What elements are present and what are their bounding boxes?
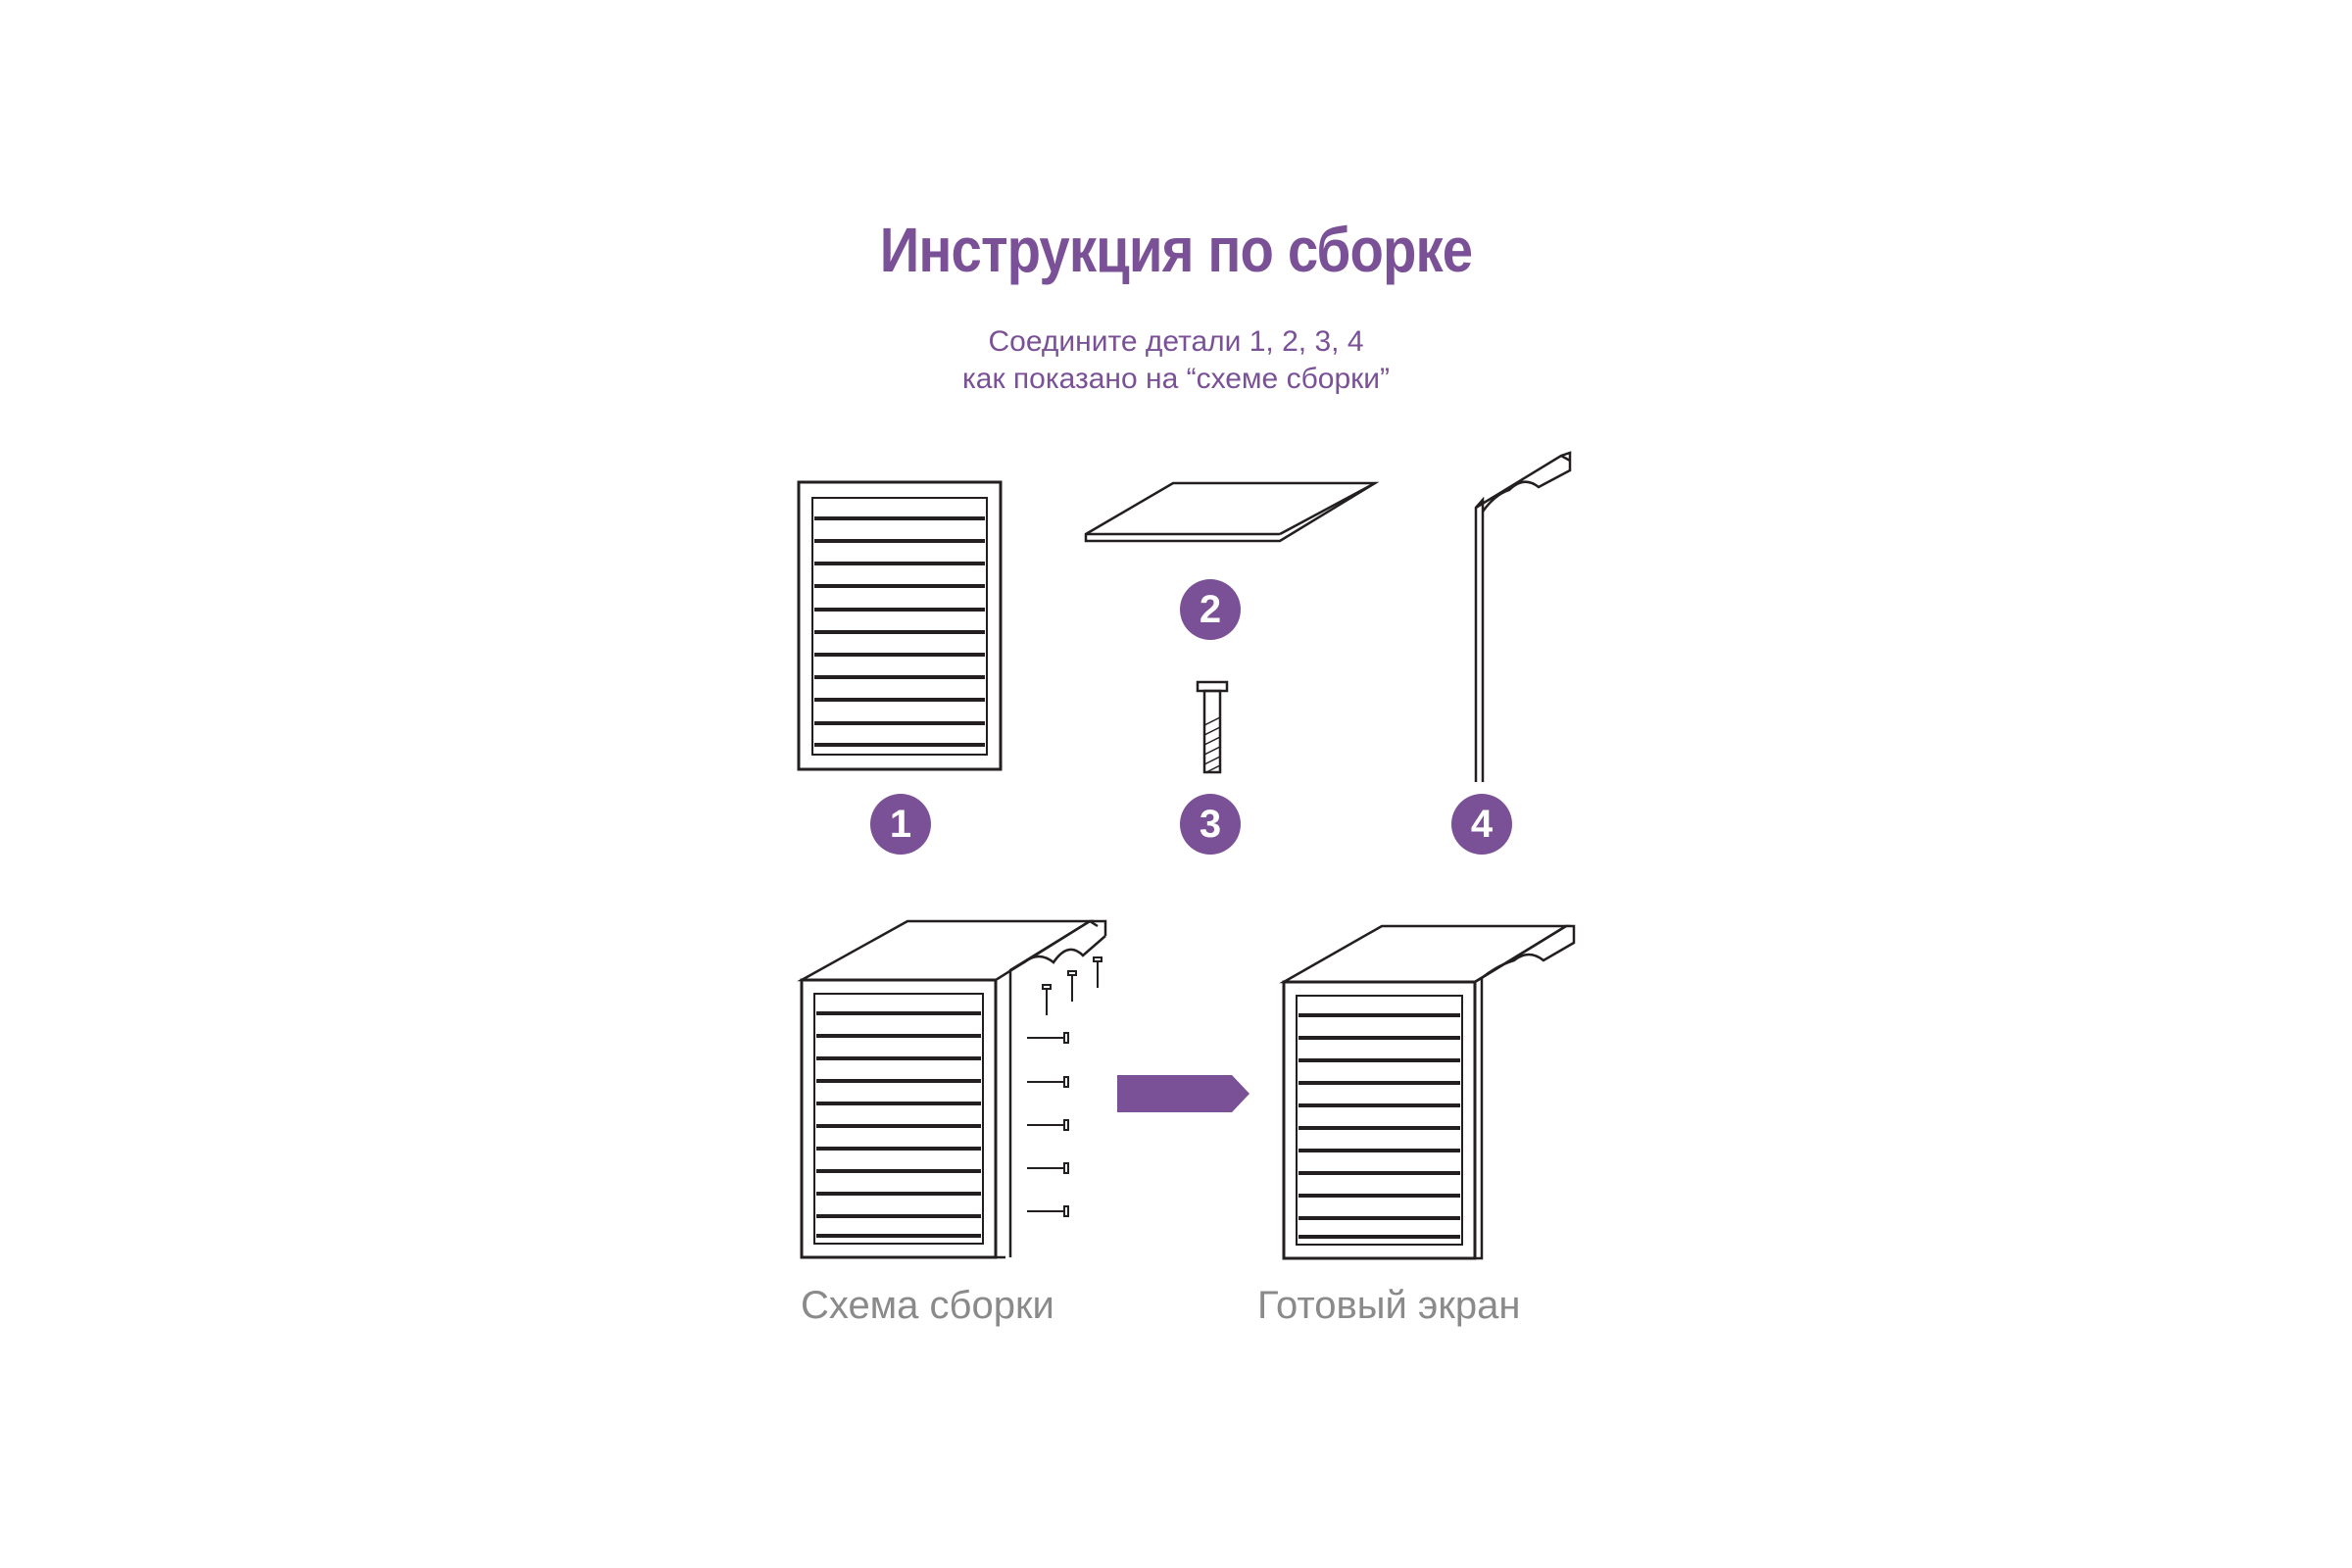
assembly-scheme-illustration <box>797 919 1107 1259</box>
caption-assembly-scheme: Схема сборки <box>801 1284 1054 1327</box>
part-badge-2: 2 <box>1180 579 1241 640</box>
page-title: Инструкция по сборке <box>879 215 1473 285</box>
direction-arrow-icon <box>1117 1075 1250 1112</box>
finished-screen-illustration <box>1279 924 1576 1260</box>
part-badge-3: 3 <box>1180 794 1241 855</box>
part-1-lattice-panel <box>797 480 1003 771</box>
part-2-top-board <box>1084 481 1380 543</box>
part-4-side-strip <box>1474 451 1572 782</box>
subtitle-line-1: Соедините детали 1, 2, 3, 4 <box>988 325 1364 358</box>
part-3-screw <box>1196 680 1229 774</box>
part-badge-1: 1 <box>870 794 931 855</box>
subtitle-line-2: как показано на “схеме сборки” <box>961 363 1390 395</box>
caption-finished-screen: Готовый экран <box>1257 1284 1521 1327</box>
part-badge-4: 4 <box>1451 794 1512 855</box>
